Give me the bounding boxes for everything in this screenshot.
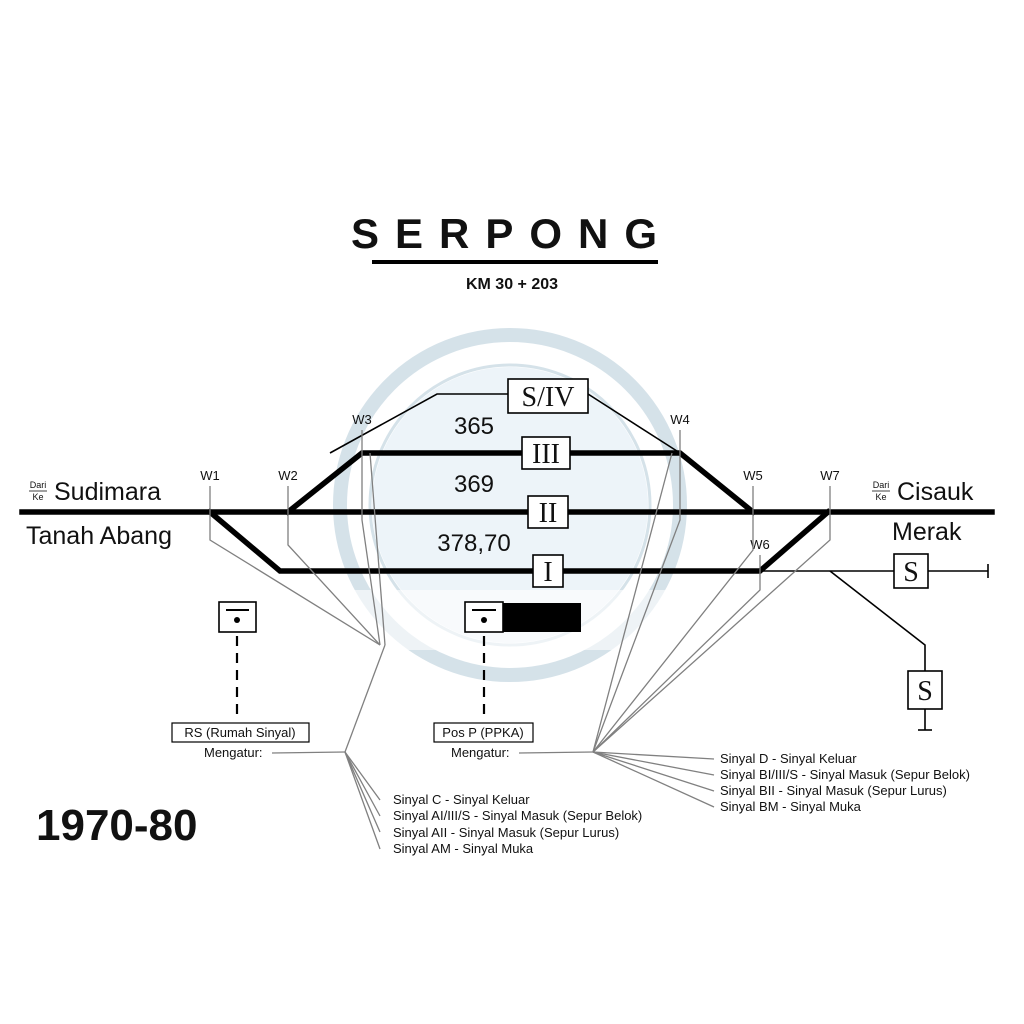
track-length-ii: 369: [454, 471, 494, 498]
legend-left-item: Sinyal AII - Sinyal Masuk (Sepur Lurus): [393, 825, 619, 840]
pos-label-box: [433, 722, 534, 743]
pos-building-dot: [481, 617, 487, 623]
station-tanah-abang: Tanah Abang: [26, 522, 172, 550]
leader-w4-pos: [592, 453, 681, 753]
title-underline: [372, 260, 658, 264]
track-box-i: [532, 554, 564, 588]
station-cisauk: Cisauk: [897, 478, 974, 506]
siding-sign-label-2: S: [917, 676, 933, 707]
legend-left-item: Sinyal AM - Sinyal Muka: [393, 841, 534, 856]
rs-label: RS (Rumah Sinyal): [184, 725, 295, 740]
fan-right-line-4: [592, 751, 715, 808]
rs-mengatur-line: [271, 751, 346, 754]
fan-left-line-2: [344, 751, 381, 817]
switches: W1 W2 W3 W4 W5 W6 W7: [200, 412, 840, 571]
siding-sign-label-1: S: [903, 557, 919, 588]
track-box-iii: [521, 436, 571, 470]
track-iii-line: [284, 450, 757, 516]
switch-label-w3: W3: [352, 412, 372, 427]
legend-right-item: Sinyal BI/III/S - Sinyal Masuk (Sepur Be…: [720, 767, 970, 782]
ke-label-left: Ke: [32, 492, 43, 502]
leader-w1-rs: [209, 512, 381, 646]
track-box-siv: [507, 378, 589, 414]
switch-label-w4: W4: [670, 412, 690, 427]
direction-right: Dari Ke Cisauk Merak: [872, 478, 974, 546]
fan-left-line-3: [344, 751, 381, 833]
dari-label-left: Dari: [30, 480, 47, 490]
watermark-logo: [330, 328, 687, 682]
switch-label-w7: W7: [820, 468, 840, 483]
track-labels: S/IV III II I 365 369 378,70: [437, 378, 589, 588]
leader-w2-rs: [287, 512, 381, 646]
rs-label-box: [171, 722, 310, 743]
legend-right-item: Sinyal D - Sinyal Keluar: [720, 751, 857, 766]
track-length-i: 378,70: [437, 530, 510, 557]
fan-right-line-3: [592, 751, 715, 792]
pos-label: Pos P (PPKA): [442, 725, 523, 740]
track-i-line: [206, 508, 832, 574]
control-leader-lines: [209, 452, 831, 753]
track-id-ii: II: [539, 498, 558, 529]
legend-left: Sinyal C - Sinyal Keluar Sinyal AI/III/S…: [393, 792, 642, 856]
leader-w3-rs: [361, 453, 381, 646]
rs-building-dot: [234, 617, 240, 623]
legend-right: Sinyal D - Sinyal Keluar Sinyal BI/III/S…: [720, 751, 970, 814]
pos-p-box: Pos P (PPKA) Mengatur:: [433, 601, 594, 760]
track-box-ii: [527, 495, 569, 529]
track-id-iii: III: [532, 439, 560, 470]
direction-left: Dari Ke Sudimara Tanah Abang: [26, 478, 172, 550]
station-title: SERPONG: [351, 210, 673, 257]
leader-siv-pos: [592, 452, 673, 753]
pos-mengatur: Mengatur:: [451, 745, 510, 760]
leader-rs-mengatur: [344, 644, 386, 753]
fan-right-line-2: [592, 751, 715, 776]
ke-label-right: Ke: [875, 492, 886, 502]
fan-left-line-1: [344, 751, 381, 801]
switch-label-w2: W2: [278, 468, 298, 483]
legend-right-item: Sinyal BM - Sinyal Muka: [720, 799, 862, 814]
dari-label-right: Dari: [873, 480, 890, 490]
switch-label-w6: W6: [750, 537, 770, 552]
siding-sign-box-2: [907, 670, 943, 710]
leader-w6-pos: [592, 571, 761, 753]
leader-siv-rs: [369, 452, 386, 646]
leader-w7-pos: [592, 512, 831, 753]
track-length-iii: 365: [454, 413, 494, 440]
leader-w5-pos: [592, 512, 754, 753]
rs-mengatur: Mengatur:: [204, 745, 263, 760]
pos-mengatur-line: [518, 751, 594, 754]
legend-fan-right: [592, 751, 715, 808]
station-merak: Merak: [892, 518, 962, 546]
legend-left-item: Sinyal AI/III/S - Sinyal Masuk (Sepur Be…: [393, 808, 642, 823]
pos-platform-block: [503, 603, 581, 632]
legend-right-item: Sinyal BII - Sinyal Masuk (Sepur Lurus): [720, 783, 947, 798]
rs-building: [218, 601, 257, 633]
legend-fan-left: [344, 751, 381, 850]
track-id-siv: S/IV: [522, 382, 575, 413]
fan-left-line-4: [344, 751, 381, 850]
rs-signal-box: RS (Rumah Sinyal) Mengatur:: [171, 601, 346, 760]
track-id-i: I: [543, 557, 552, 588]
legend-left-item: Sinyal C - Sinyal Keluar: [393, 792, 530, 807]
tracks: [19, 393, 995, 731]
era-label: 1970-80: [36, 801, 197, 850]
switch-label-w1: W1: [200, 468, 220, 483]
fan-right-line-1: [592, 751, 715, 760]
km-marker: KM 30 + 203: [466, 276, 558, 293]
station-sudimara: Sudimara: [54, 478, 161, 506]
siding-signs: S S: [893, 553, 943, 710]
siding-sign-box-1: [893, 553, 929, 589]
switch-label-w5: W5: [743, 468, 763, 483]
